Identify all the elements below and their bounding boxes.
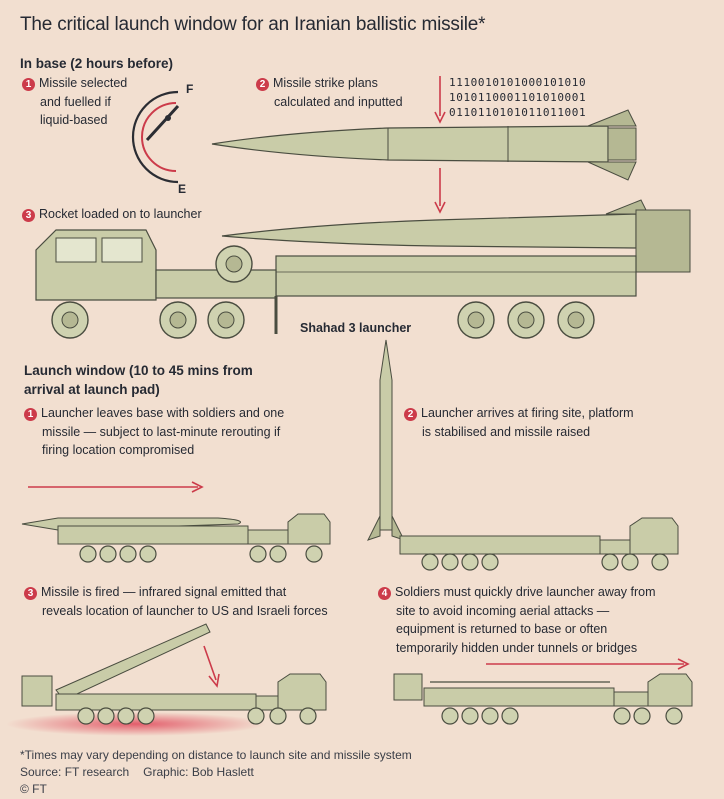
in-base-heading: In base (2 hours before): [20, 56, 174, 71]
strike-plan-binary-code: 1110010101000101010 1010110001101010001 …: [449, 76, 587, 119]
launcher-driving-away-icon: [393, 673, 693, 725]
shahad-3-launcher-truck-icon: [35, 199, 691, 339]
fuel-gauge-icon: [131, 90, 180, 184]
launcher-label: Shahad 3 launcher: [300, 321, 412, 335]
step-number-badge: 4: [378, 587, 391, 600]
page-title: The critical launch window for an Irania…: [20, 14, 486, 35]
down-arrow-icon: [434, 76, 446, 214]
footnote: *Times may vary depending on distance to…: [20, 748, 412, 762]
step-number-badge: 2: [404, 408, 417, 421]
step-number-badge: 1: [22, 78, 35, 91]
step-number-badge: 2: [256, 78, 269, 91]
launcher-firing-icon: [6, 623, 327, 736]
right-arrow-icon: [486, 658, 690, 670]
step-number-badge: 3: [22, 209, 35, 222]
copyright: © FT: [20, 782, 47, 796]
right-arrow-icon: [28, 481, 204, 493]
launcher-raised-missile-icon: [367, 339, 679, 571]
gauge-empty-label: E: [178, 182, 187, 196]
step-number-badge: 1: [24, 408, 37, 421]
launch-window-heading: Launch window (10 to 45 mins from arriva…: [24, 363, 253, 397]
missile-illustration: [211, 109, 637, 181]
gauge-full-label: F: [186, 82, 194, 96]
launcher-driving-icon: [21, 513, 331, 563]
step-number-badge: 3: [24, 587, 37, 600]
